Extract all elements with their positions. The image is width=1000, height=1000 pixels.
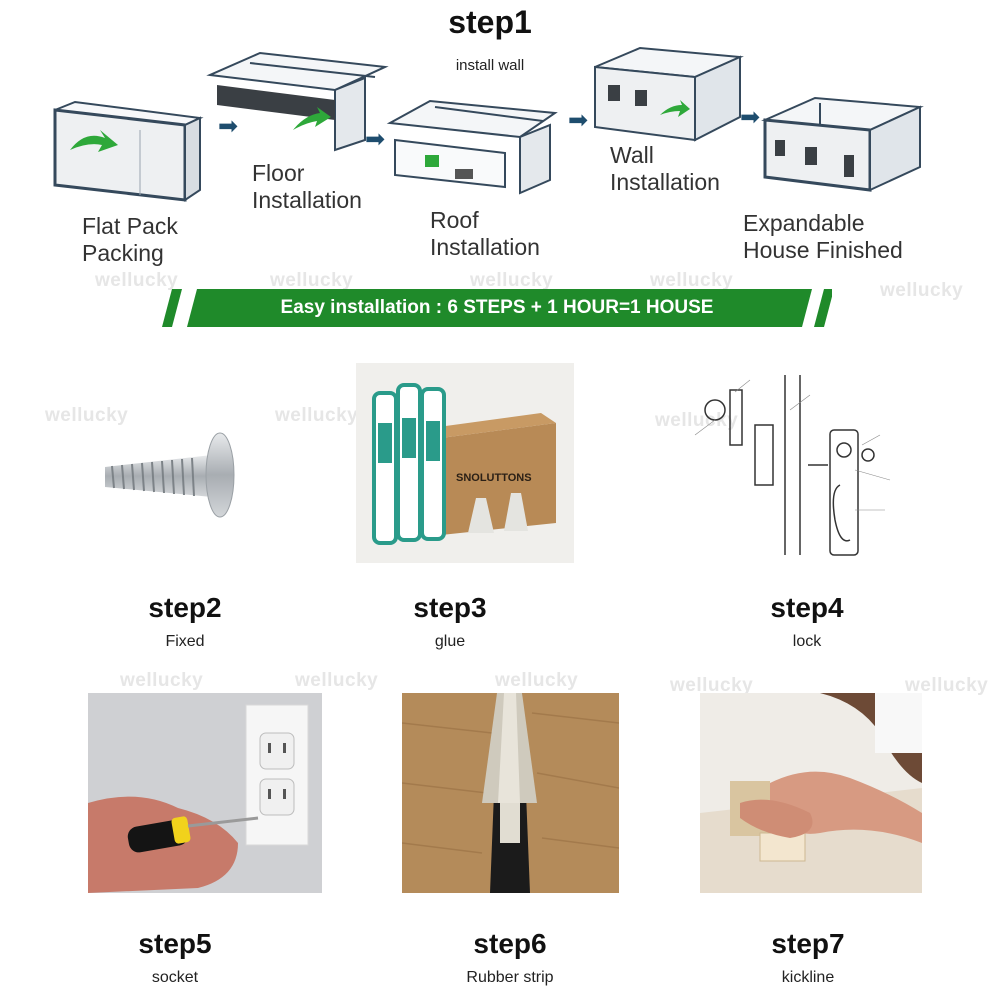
step2-title: step2 [148,592,222,623]
banner-text: Easy installation : 6 STEPS + 1 HOUR=1 H… [280,297,714,318]
glue-image: SNOLUTTONS [356,363,574,563]
arrow-right-icon: ➡ [365,126,386,153]
wall-installation-house-illustration [594,46,744,142]
step6-subtitle: Rubber strip [466,969,554,986]
watermark: wellucky [270,270,354,291]
step4-title: step4 [770,592,844,623]
lock-diagram [694,375,891,556]
stage-label-wall: Wall Installation [610,142,720,195]
watermark: wellucky [95,270,179,291]
stage-label-finished: Expandable House Finished [743,210,903,263]
step1-title: step1 [448,4,532,40]
step6-title: step6 [473,928,547,959]
step5-subtitle: socket [151,969,199,986]
watermark: wellucky [275,405,359,426]
step2-subtitle: Fixed [165,633,205,650]
step5-title: step5 [138,928,212,959]
step3-subtitle: glue [434,633,466,650]
arrow-right-icon: ➡ [740,104,761,131]
watermark: wellucky [650,270,734,291]
step4-subtitle: lock [792,633,822,650]
floor-installation-house-illustration [206,51,389,152]
watermark: wellucky [880,280,964,301]
bolt-image [105,432,235,518]
socket-image [88,693,322,893]
watermark: wellucky [495,670,579,691]
roof-installation-house-illustration [386,99,558,195]
watermark: wellucky [120,670,204,691]
watermark: wellucky [670,675,754,696]
watermark: wellucky [470,270,554,291]
kickline-image [700,693,922,893]
watermark: wellucky [655,410,739,431]
stage-label-floor: Floor Installation [252,160,362,213]
step3-title: step3 [413,592,487,623]
stage-label-roof: Roof Installation [430,207,540,260]
glue-box-text: SNOLUTTONS [456,472,532,484]
arrow-right-icon: ➡ [218,113,239,140]
installation-banner: Easy installation : 6 STEPS + 1 HOUR=1 H… [162,289,832,327]
step1-subtitle: install wall [455,57,525,74]
rubber-strip-image [402,693,619,893]
stage-label-flat-pack: Flat Pack Packing [82,213,178,266]
arrow-right-icon: ➡ [568,107,589,134]
finished-house-illustration [761,96,924,192]
step7-subtitle: kickline [781,969,835,986]
watermark: wellucky [45,405,129,426]
step7-title: step7 [771,928,845,959]
watermark: wellucky [905,675,989,696]
flat-pack-house-illustration [53,100,204,202]
watermark: wellucky [295,670,379,691]
